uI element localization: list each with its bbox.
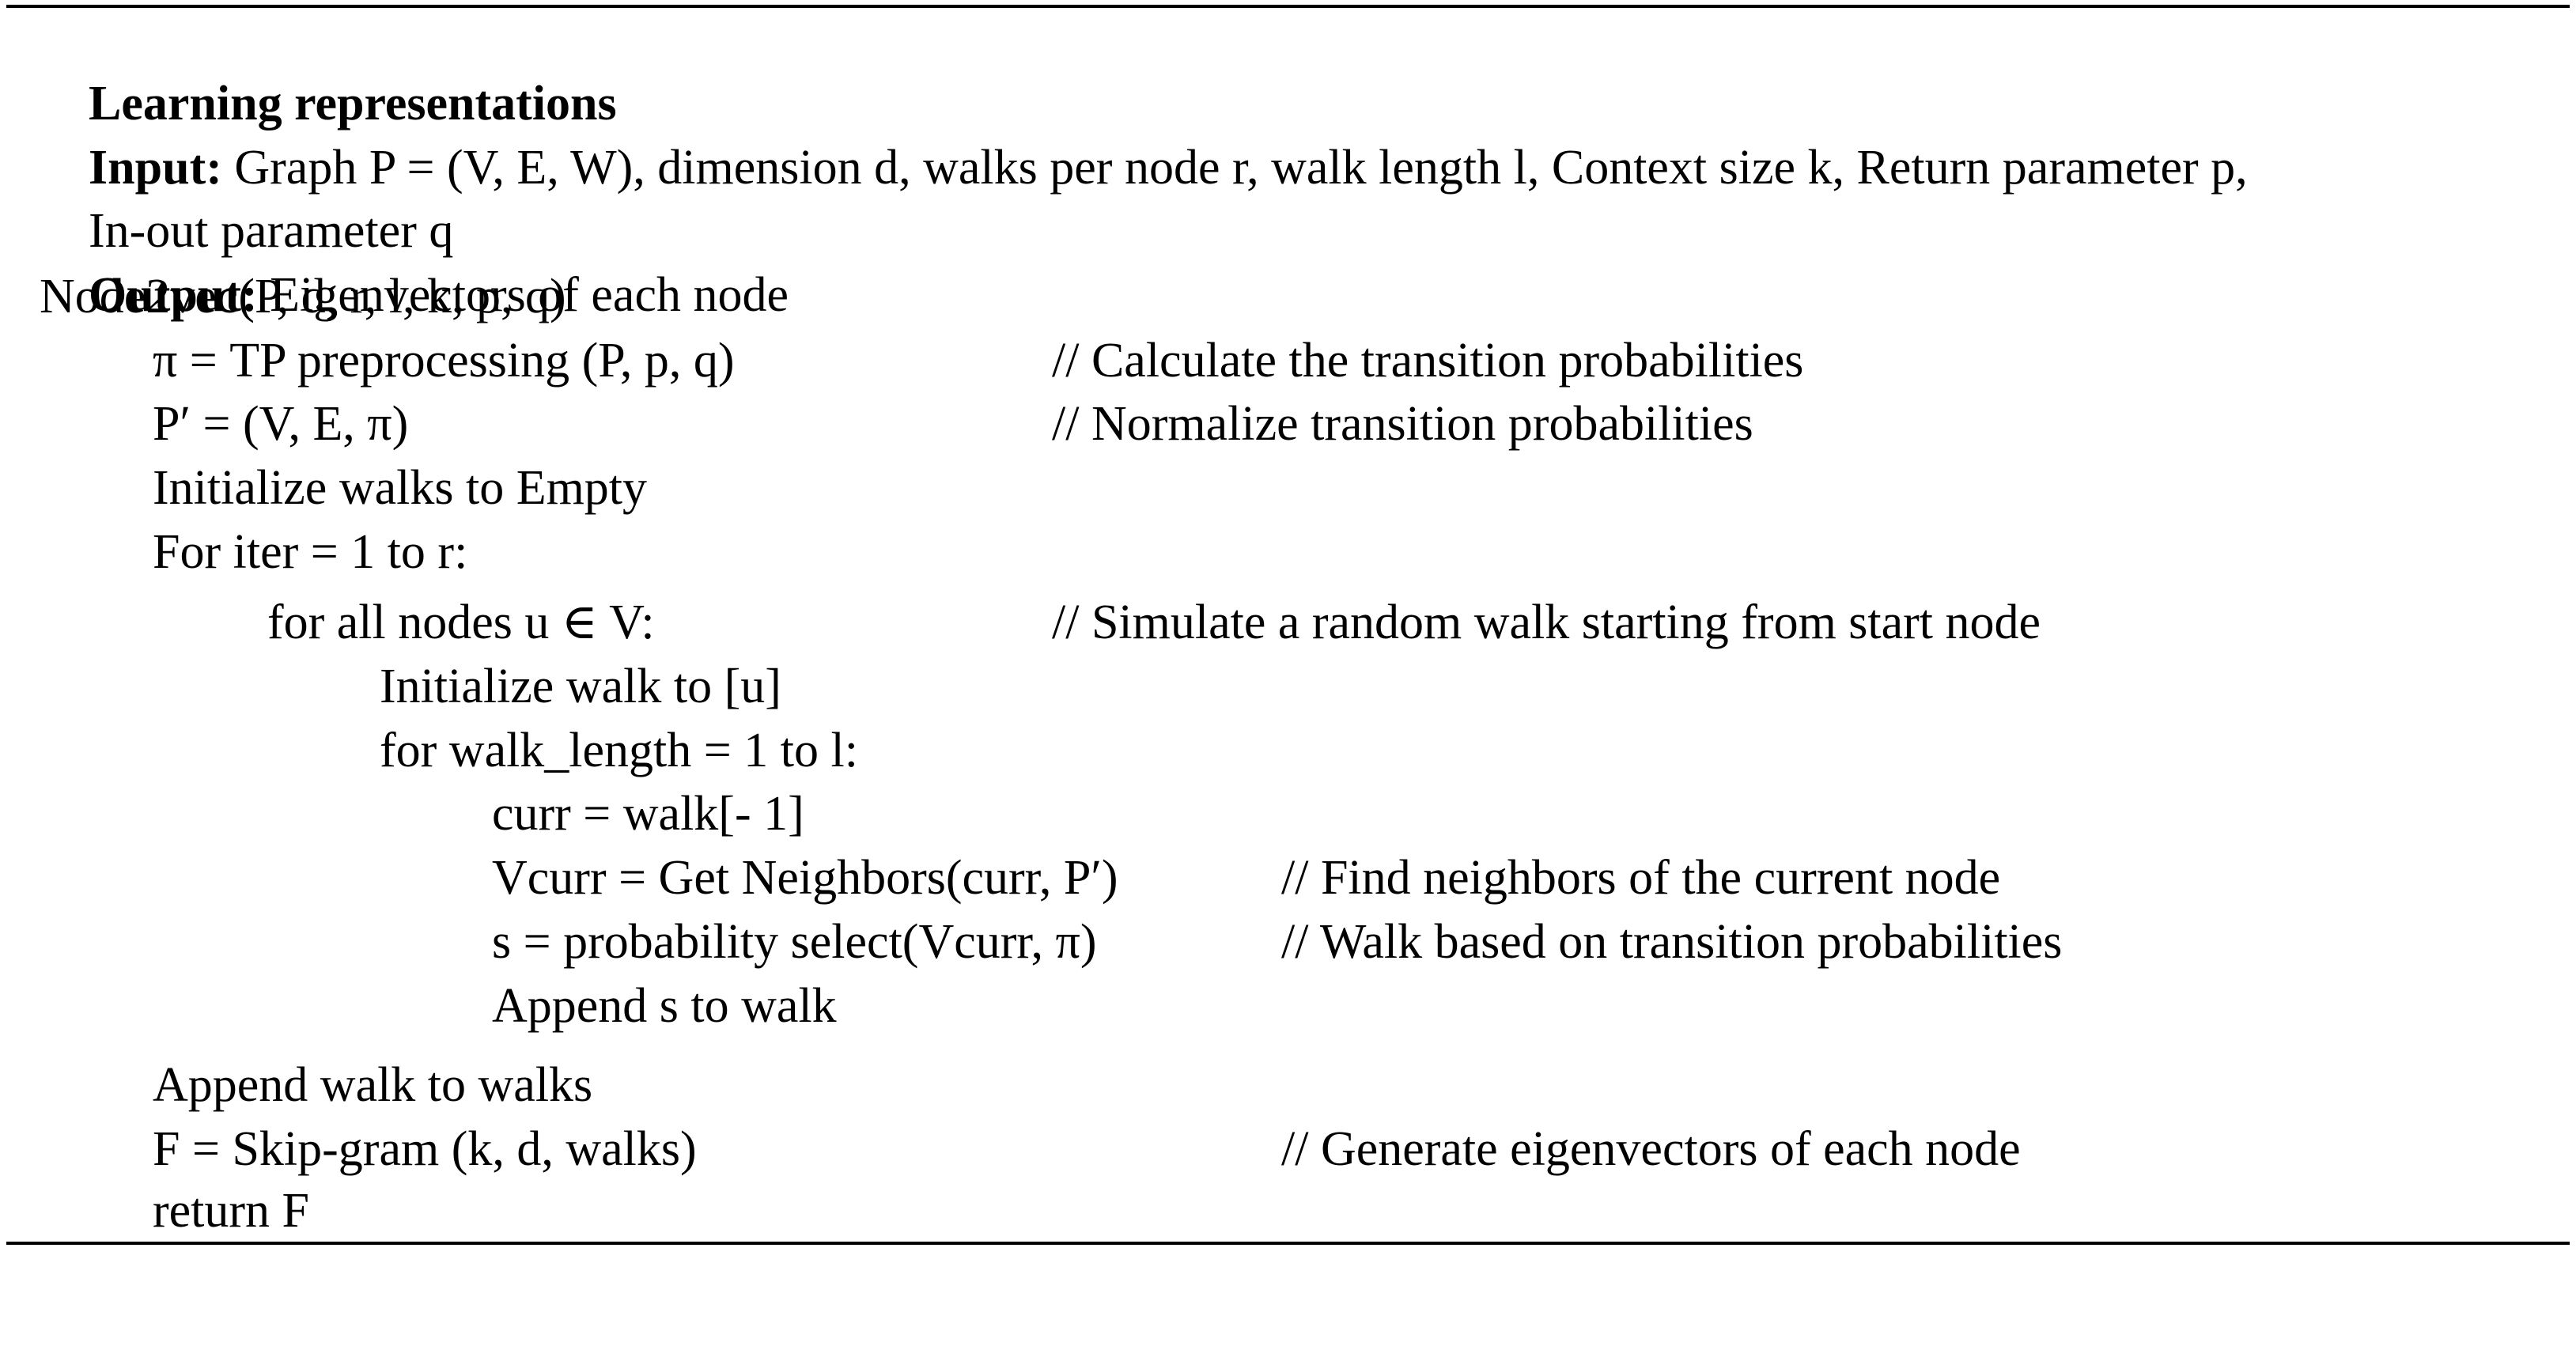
input-text: Graph P = (V, E, W), dimension d, walks … [234, 141, 2248, 195]
code-line: curr = walk[- 1] [0, 783, 804, 845]
code-text: Append s to walk [492, 979, 837, 1033]
top-rule [6, 5, 2570, 8]
code-line: Vcurr = Get Neighbors(curr, P′) // Find … [0, 847, 2000, 909]
code-comment: // Find neighbors of the current node [1281, 851, 2001, 905]
input-line-2: In-out parameter q [40, 138, 453, 258]
code-text: for all nodes u ∈ V: [267, 596, 655, 649]
input-line: Input: Graph P = (V, E, W), dimension d,… [40, 75, 2248, 195]
code-line: for walk_length = 1 to l: [0, 720, 858, 781]
code-text: for walk_length = 1 to l: [380, 724, 858, 777]
code-text: π = TP preprocessing (P, p, q) [153, 334, 735, 388]
code-text: For iter = 1 to r: [153, 525, 468, 579]
code-text: Initialize walk to [u] [380, 660, 781, 713]
code-line: return F [0, 1180, 309, 1242]
input-text-2: In-out parameter q [89, 204, 454, 258]
code-line: Node2vec(P, d, r, l, k, p, q) [0, 266, 566, 327]
code-text: Append walk to walks [153, 1058, 593, 1112]
code-comment: // Normalize transition probabilities [1052, 397, 1753, 451]
code-line: Append walk to walks [0, 1054, 592, 1116]
code-line: For iter = 1 to r: [0, 521, 467, 583]
code-text: s = probability select(Vcurr, π) [492, 915, 1097, 969]
code-line: Initialize walks to Empty [0, 457, 647, 519]
algorithm-title: Learning representations [89, 77, 617, 130]
code-comment: // Generate eigenvectors of each node [1281, 1122, 2021, 1176]
code-text: P′ = (V, E, π) [153, 397, 409, 451]
code-comment: // Calculate the transition probabilitie… [1052, 334, 1804, 388]
output-line: Output: Eigenvectors of each node [40, 202, 789, 322]
code-line: F = Skip-gram (k, d, walks) // Generate … [0, 1118, 2021, 1180]
algorithm-box: Learning representations Input: Graph P … [0, 5, 2570, 1245]
code-line: P′ = (V, E, π) // Normalize transition p… [0, 393, 1753, 455]
bottom-rule [6, 1242, 2570, 1245]
code-comment: // Simulate a random walk starting from … [1052, 596, 2041, 649]
input-label: Input: [89, 141, 222, 195]
code-text: F = Skip-gram (k, d, walks) [153, 1122, 697, 1176]
code-text: Initialize walks to Empty [153, 461, 648, 515]
output-label: Output: [89, 268, 258, 322]
code-text: return F [153, 1184, 310, 1238]
code-line: s = probability select(Vcurr, π) // Walk… [0, 911, 2062, 973]
code-text: Node2vec(P, d, r, l, k, p, q) [40, 270, 566, 323]
code-line: for all nodes u ∈ V: // Simulate a rando… [0, 592, 2041, 653]
code-line: Append s to walk [0, 975, 837, 1037]
output-text: Eigenvectors of each node [270, 268, 789, 322]
code-text: curr = walk[- 1] [492, 787, 804, 841]
code-text: Vcurr = Get Neighbors(curr, P′) [492, 851, 1118, 905]
code-line: π = TP preprocessing (P, p, q) // Calcul… [0, 330, 1803, 391]
code-comment: // Walk based on transition probabilitie… [1281, 915, 2063, 969]
code-line: Initialize walk to [u] [0, 656, 781, 717]
